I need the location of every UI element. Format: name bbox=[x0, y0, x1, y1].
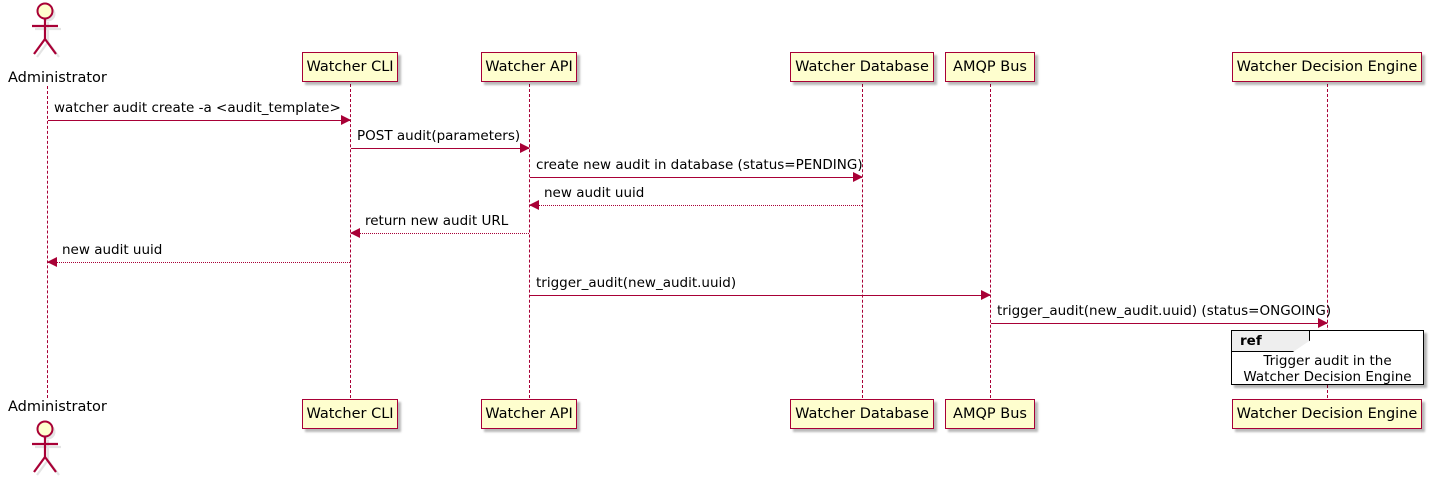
message-1-arrowhead bbox=[341, 115, 351, 125]
message-6-arrowhead bbox=[47, 257, 57, 267]
lifeline-watcher-decision-engine bbox=[1327, 84, 1328, 398]
ref-fragment-tab-label: ref bbox=[1240, 333, 1262, 349]
actor-administrator-bottom[interactable] bbox=[26, 420, 70, 476]
message-3-arrowhead bbox=[853, 172, 863, 182]
actor-label-administrator-bottom: Administrator bbox=[8, 399, 107, 415]
message-5-line bbox=[351, 233, 529, 234]
participant-label-amqp-bus-bottom: AMQP Bus bbox=[953, 405, 1027, 422]
message-5-arrowhead bbox=[350, 228, 360, 238]
participant-box-amqp-bus-bottom[interactable]: AMQP Bus bbox=[945, 399, 1035, 429]
actor-administrator-top[interactable] bbox=[26, 2, 70, 58]
actor-label-administrator-top: Administrator bbox=[8, 70, 107, 86]
participant-label-watcher-cli: Watcher CLI bbox=[306, 58, 394, 75]
participant-label-amqp-bus: AMQP Bus bbox=[953, 58, 1027, 75]
message-7-line bbox=[530, 295, 990, 296]
lifeline-watcher-cli bbox=[350, 84, 351, 398]
participant-box-watcher-api-top[interactable]: Watcher API bbox=[481, 52, 577, 82]
message-7-label: trigger_audit(new_audit.uuid) bbox=[536, 275, 737, 291]
message-3-line bbox=[530, 177, 862, 178]
participant-box-watcher-cli-top[interactable]: Watcher CLI bbox=[302, 52, 398, 82]
participant-box-amqp-bus-top[interactable]: AMQP Bus bbox=[945, 52, 1035, 82]
participant-box-watcher-api-bottom[interactable]: Watcher API bbox=[481, 399, 577, 429]
ref-fragment-tab: ref bbox=[1232, 331, 1310, 352]
message-2-arrowhead bbox=[520, 143, 530, 153]
participant-label-watcher-decision-engine-bottom: Watcher Decision Engine bbox=[1236, 405, 1418, 422]
participant-label-watcher-decision-engine: Watcher Decision Engine bbox=[1236, 58, 1418, 75]
message-6-label: new audit uuid bbox=[62, 242, 163, 258]
lifeline-watcher-api bbox=[529, 84, 530, 398]
participant-box-watcher-cli-bottom[interactable]: Watcher CLI bbox=[302, 399, 398, 429]
message-4-line bbox=[530, 205, 862, 206]
participant-box-watcher-decision-engine-bottom[interactable]: Watcher Decision Engine bbox=[1232, 399, 1422, 429]
message-8-line bbox=[991, 323, 1327, 324]
message-2-label: POST audit(parameters) bbox=[357, 128, 521, 144]
participant-box-watcher-database-top[interactable]: Watcher Database bbox=[790, 52, 934, 82]
message-4-arrowhead bbox=[529, 200, 539, 210]
lifeline-watcher-database bbox=[862, 84, 863, 398]
participant-label-watcher-database: Watcher Database bbox=[795, 58, 929, 75]
ref-fragment-line-2: Watcher Decision Engine bbox=[1243, 369, 1412, 385]
participant-label-watcher-database-bottom: Watcher Database bbox=[795, 405, 929, 422]
ref-fragment-trigger-audit[interactable]: ref Trigger audit in the Watcher Decisio… bbox=[1231, 330, 1424, 385]
message-6-line bbox=[48, 262, 350, 263]
ref-fragment-line-1: Trigger audit in the bbox=[1263, 353, 1392, 369]
message-2-line bbox=[351, 148, 529, 149]
ref-fragment-body: Trigger audit in the Watcher Decision En… bbox=[1232, 353, 1423, 385]
participant-box-watcher-database-bottom[interactable]: Watcher Database bbox=[790, 399, 934, 429]
message-5-label: return new audit URL bbox=[365, 213, 509, 229]
lifeline-amqp-bus bbox=[990, 84, 991, 398]
message-7-arrowhead bbox=[981, 290, 991, 300]
message-1-label: watcher audit create -a <audit_template> bbox=[54, 100, 341, 116]
lifeline-administrator bbox=[47, 86, 48, 398]
message-8-arrowhead bbox=[1318, 318, 1328, 328]
participant-label-watcher-api: Watcher API bbox=[485, 58, 573, 75]
participant-label-watcher-api-bottom: Watcher API bbox=[485, 405, 573, 422]
message-4-label: new audit uuid bbox=[544, 185, 645, 201]
message-3-label: create new audit in database (status=PEN… bbox=[536, 157, 863, 173]
message-1-line bbox=[48, 120, 350, 121]
participant-label-watcher-cli-bottom: Watcher CLI bbox=[306, 405, 394, 422]
message-8-label: trigger_audit(new_audit.uuid) (status=ON… bbox=[997, 303, 1332, 319]
participant-box-watcher-decision-engine-top[interactable]: Watcher Decision Engine bbox=[1232, 52, 1422, 82]
